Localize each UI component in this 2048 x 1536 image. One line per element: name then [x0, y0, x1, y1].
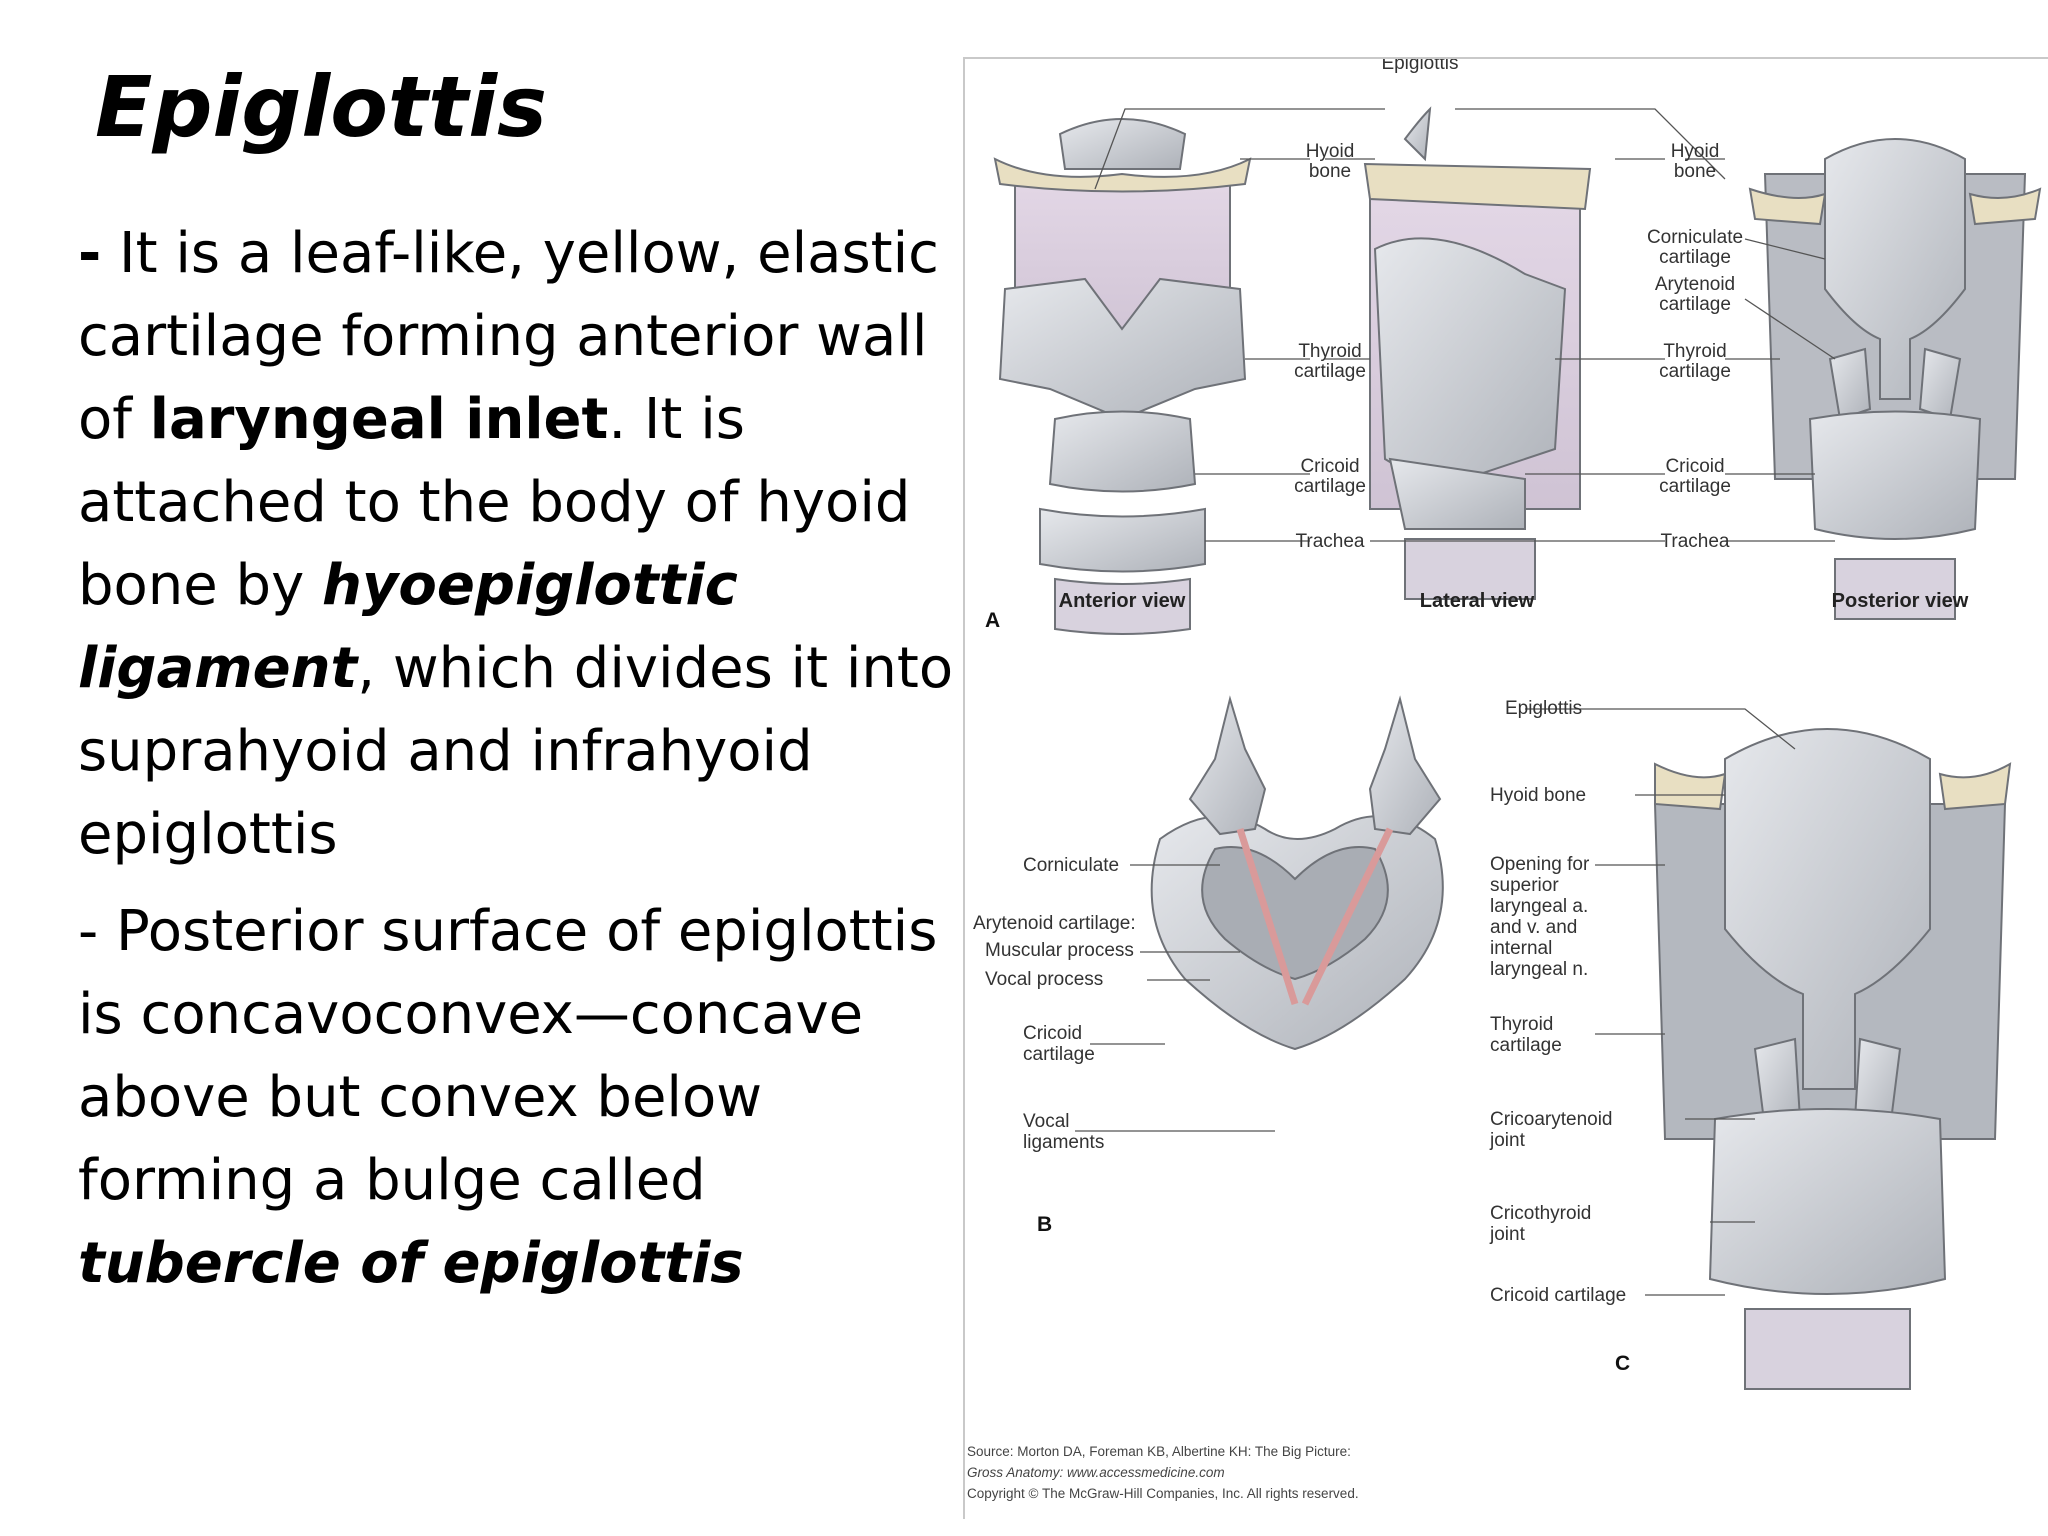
label-thyroid-c2: cartilage: [1490, 1035, 1562, 1056]
label-thyroid-c: Thyroid: [1490, 1014, 1553, 1035]
term-tubercle-of-epiglottis: tubercle of epiglottis: [78, 1231, 744, 1296]
label-trachea-a1: Trachea: [1296, 531, 1365, 552]
label-arytenoid-a: Arytenoid: [1655, 274, 1735, 295]
label-cricoid-c: Cricoid cartilage: [1490, 1285, 1626, 1306]
label-cricothyroid: Cricothyroid: [1490, 1203, 1591, 1224]
label-opening-3: laryngeal a.: [1490, 896, 1588, 917]
label-cricoid-a1: Cricoid: [1300, 456, 1359, 477]
text-segment: , which divides it into suprahyoid and i…: [78, 636, 954, 867]
label-hyoid-a2: Hyoid: [1671, 141, 1720, 162]
panel-c-leaders: [1525, 708, 1796, 1296]
label-cricoid-b2: cartilage: [1023, 1044, 1095, 1065]
panel-letter-a: A: [985, 609, 1000, 632]
label-epiglottis-a: Epiglottis: [1381, 59, 1458, 74]
label-posterior-view: Posterior view: [1832, 590, 1969, 612]
label-lateral-view: Lateral view: [1420, 590, 1535, 612]
label-cricoid-b: Cricoid: [1023, 1023, 1082, 1044]
larynx-anatomy-figure: Epiglottis Hyoid bone Hyoid bone Cornicu…: [963, 57, 2048, 1519]
source-line-2: Gross Anatomy: www.accessmedicine.com: [967, 1465, 1225, 1480]
panel-letter-b: B: [1037, 1213, 1052, 1236]
paragraph-definition: - It is a leaf-like, yellow, elastic car…: [78, 212, 958, 876]
label-vocal-ligaments: Vocal: [1023, 1111, 1069, 1132]
label-arytenoid-a2: cartilage: [1659, 294, 1731, 315]
label-thyroid-a1b: cartilage: [1294, 361, 1366, 382]
label-thyroid-a2: Thyroid: [1663, 341, 1726, 362]
label-corniculate-a2: cartilage: [1659, 247, 1731, 268]
label-hyoid-a1: Hyoid: [1306, 141, 1355, 162]
vocal-ligaments: [1236, 827, 1394, 1006]
label-cricoarytenoid2: joint: [1489, 1130, 1526, 1151]
figure-svg: Epiglottis Hyoid bone Hyoid bone Cornicu…: [967, 59, 2042, 1501]
bullet-dash: -: [78, 221, 102, 286]
source-line-1: Source: Morton DA, Foreman KB, Albertine…: [967, 1444, 1351, 1459]
label-arytenoid-b: Arytenoid cartilage:: [973, 913, 1136, 934]
panel-c-labels: Epiglottis Hyoid bone Opening for superi…: [1489, 698, 1630, 1375]
label-muscular-process: Muscular process: [985, 940, 1134, 961]
panel-a: Epiglottis Hyoid bone Hyoid bone Cornicu…: [985, 59, 2042, 635]
cricoid-arytenoid-drawing: [1150, 695, 1444, 1051]
copyright-line: Copyright © The McGraw-Hill Companies, I…: [967, 1486, 1359, 1501]
label-opening-4: and v. and: [1490, 917, 1577, 938]
label-thyroid-a2b: cartilage: [1659, 361, 1731, 382]
label-opening-6: laryngeal n.: [1490, 959, 1588, 980]
panel-a-leaders: [1094, 108, 1836, 542]
panel-letter-c: C: [1615, 1352, 1630, 1375]
label-cricoarytenoid: Cricoarytenoid: [1490, 1109, 1613, 1130]
label-cricothyroid2: joint: [1489, 1224, 1526, 1245]
text-segment: . It is attached to the body of hyoid bo…: [78, 387, 911, 618]
label-vocal-process: Vocal process: [985, 969, 1103, 990]
panel-a-labels: Epiglottis Hyoid bone Hyoid bone Cornicu…: [985, 59, 1969, 632]
body-text: - It is a leaf-like, yellow, elastic car…: [78, 212, 958, 1319]
label-hyoid-a1b: bone: [1309, 161, 1351, 182]
label-epiglottis-c: Epiglottis: [1505, 698, 1582, 719]
panel-c: Epiglottis Hyoid bone Opening for superi…: [1489, 698, 2012, 1390]
label-thyroid-a1: Thyroid: [1298, 341, 1361, 362]
label-cricoid-a2: Cricoid: [1665, 456, 1724, 477]
text-segment: - Posterior surface of epiglottis is con…: [78, 899, 938, 1213]
label-corniculate-b: Corniculate: [1023, 855, 1119, 876]
text-segment: It is a leaf-like, yellow, elastic carti…: [78, 221, 939, 452]
anterior-view-drawing: [993, 118, 1252, 635]
label-hyoid-c: Hyoid bone: [1490, 785, 1586, 806]
posterior-view-drawing: [1748, 138, 2042, 620]
paragraph-posterior-surface: - Posterior surface of epiglottis is con…: [78, 890, 958, 1305]
figure-credit: Source: Morton DA, Foreman KB, Albertine…: [967, 1444, 1359, 1501]
label-trachea-a2: Trachea: [1661, 531, 1730, 552]
label-vocal-ligaments2: ligaments: [1023, 1132, 1104, 1153]
label-anterior-view: Anterior view: [1059, 590, 1186, 612]
panel-b-labels: Corniculate Arytenoid cartilage: Muscula…: [973, 855, 1136, 1236]
label-cricoid-a2b: cartilage: [1659, 476, 1731, 497]
label-opening-1: Opening for: [1490, 854, 1590, 875]
term-laryngeal-inlet: laryngeal inlet: [149, 387, 609, 452]
posterior-larynx-drawing: [1653, 728, 2012, 1390]
panel-b: Corniculate Arytenoid cartilage: Muscula…: [973, 695, 1444, 1236]
slide-title: Epiglottis: [95, 58, 548, 156]
term-hyoepiglottic-ligament: hyoepiglottic ligament: [78, 553, 738, 701]
label-opening-2: superior: [1490, 875, 1559, 896]
label-corniculate-a: Corniculate: [1647, 227, 1743, 248]
label-hyoid-a2b: bone: [1674, 161, 1716, 182]
panel-b-leaders: [1075, 864, 1275, 1132]
label-cricoid-a1b: cartilage: [1294, 476, 1366, 497]
label-opening-5: internal: [1490, 938, 1552, 959]
lateral-view-drawing: [1363, 106, 1592, 600]
